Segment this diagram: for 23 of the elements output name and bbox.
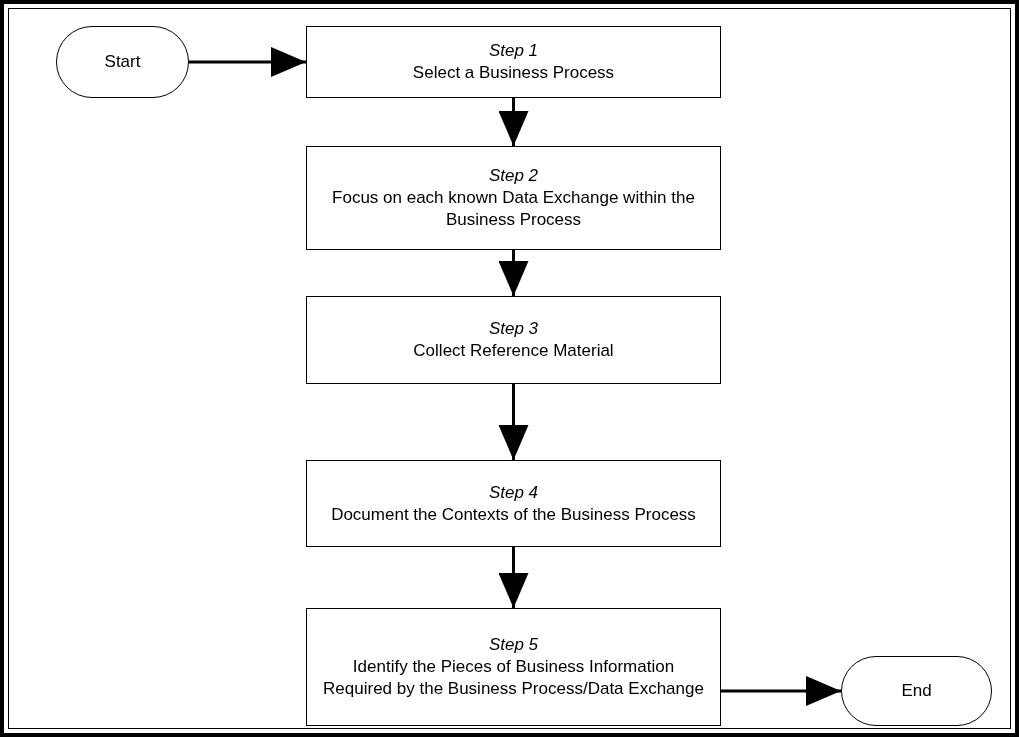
step-description: Collect Reference Material	[413, 340, 614, 362]
step-heading: Step 2	[488, 165, 539, 187]
arrow	[498, 250, 529, 296]
process-box	[306, 296, 721, 384]
terminal-label: End	[901, 680, 932, 702]
step-heading: Step 1	[488, 40, 539, 62]
arrow	[189, 47, 306, 77]
step-description: Document the Contexts of the Business Process	[331, 503, 696, 526]
step-heading: Step 4	[488, 481, 539, 504]
terminal-label: Start	[104, 51, 141, 73]
process-box	[306, 460, 721, 547]
step-description: Identify the Pieces of Business Information Required by the Business Process/Data Exchange	[322, 656, 705, 700]
process-box	[306, 26, 721, 98]
step-heading: Step 3	[488, 318, 539, 340]
step-heading: Step 5	[488, 634, 539, 656]
process-box	[306, 608, 721, 726]
process-box	[306, 146, 721, 250]
arrow	[498, 547, 529, 608]
arrow	[498, 384, 529, 460]
step-description: Focus on each known Data Exchange within the Business Process	[331, 187, 696, 231]
step-description: Select a Business Process	[412, 62, 615, 84]
arrow	[721, 676, 841, 706]
arrow	[498, 98, 529, 146]
